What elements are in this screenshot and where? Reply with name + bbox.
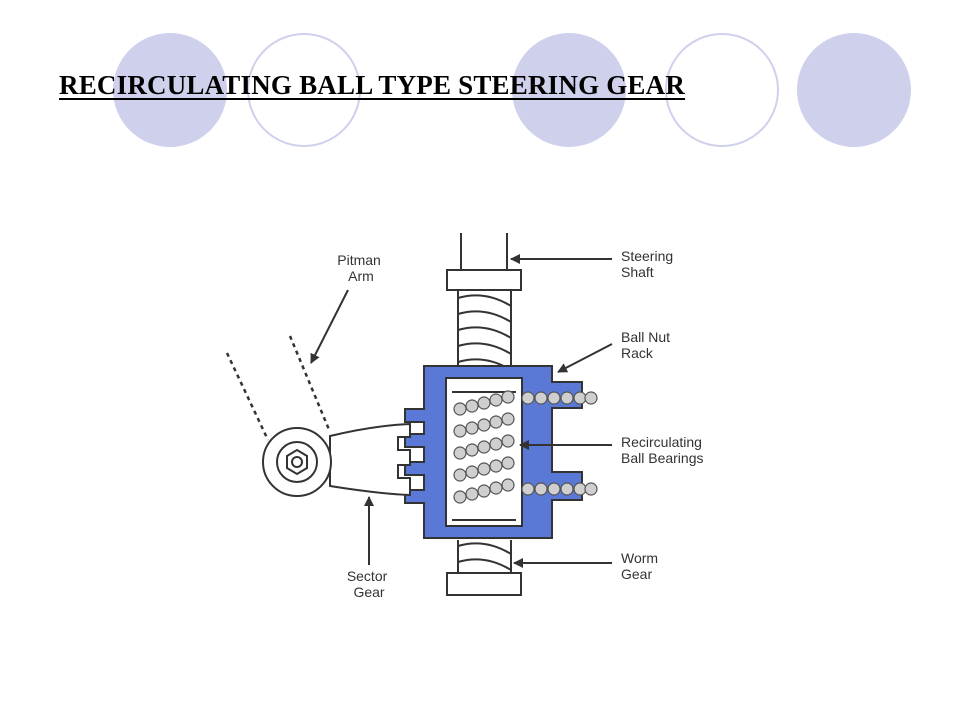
pitman-arm <box>225 335 332 441</box>
label-recirculating-ball-bearings: Recirculating Ball Bearings <box>621 434 706 466</box>
decorative-circle-4 <box>665 33 779 147</box>
decorative-circle-3 <box>512 33 626 147</box>
worm-gear <box>446 540 522 596</box>
slide-title: RECIRCULATING BALL TYPE STEERING GEAR <box>59 70 686 100</box>
sector-gear <box>262 422 411 497</box>
worm-shaft-upper <box>457 290 512 371</box>
steering-shaft <box>446 233 522 291</box>
label-worm-gear: Worm Gear <box>621 550 662 582</box>
recirculating-ball-bearings <box>452 390 598 521</box>
decorative-circle-2 <box>247 33 361 147</box>
label-pitman-arm: Pitman Arm <box>337 252 384 284</box>
label-steering-shaft: Steering Shaft <box>621 248 677 280</box>
decorative-circle-5 <box>797 33 911 147</box>
leader-arrows <box>310 254 613 568</box>
label-sector-gear: Sector Gear <box>347 568 391 600</box>
decorative-circle-1 <box>113 33 227 147</box>
label-ball-nut-rack: Ball Nut Rack <box>621 329 674 361</box>
